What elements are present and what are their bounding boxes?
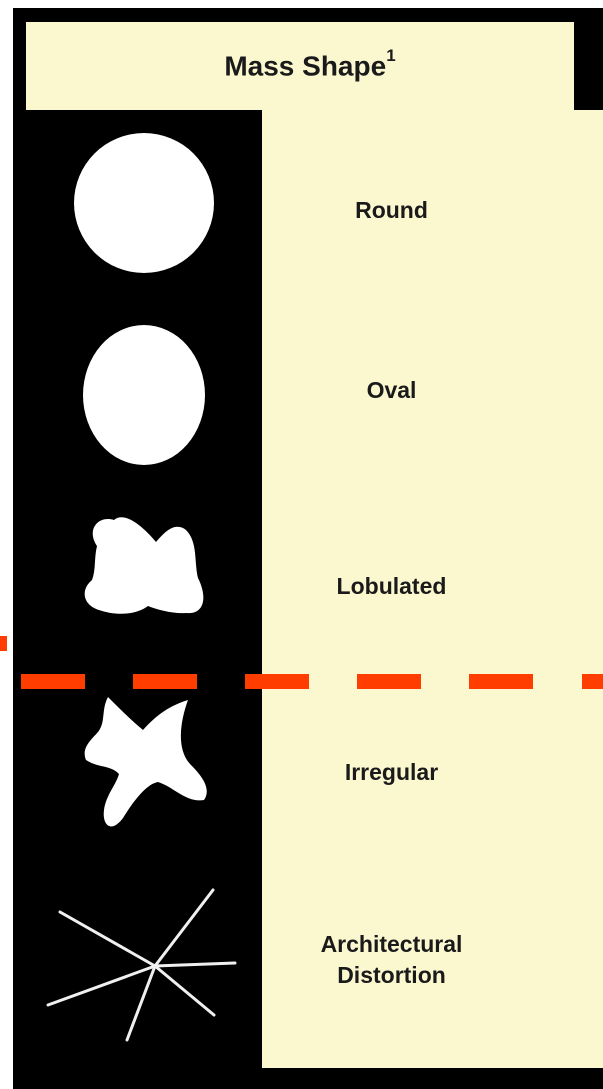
dashed-divider-line	[0, 0, 603, 1089]
